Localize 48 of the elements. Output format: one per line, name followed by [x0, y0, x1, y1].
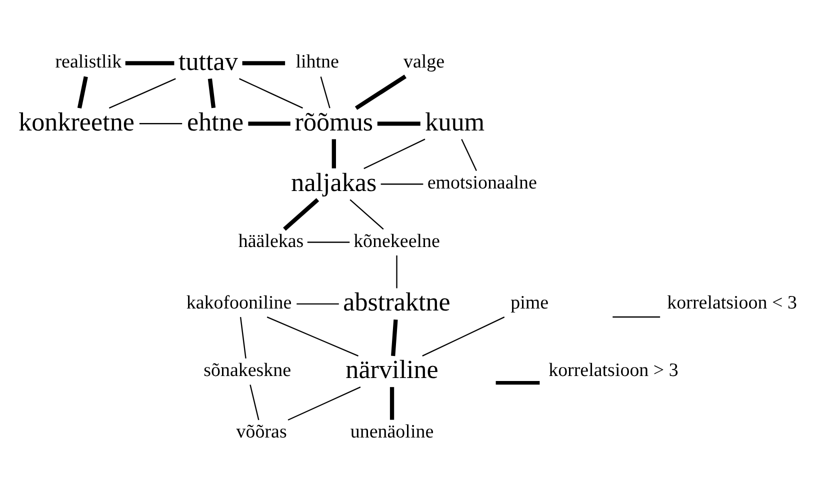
connector [461, 138, 477, 170]
legend-label: korrelatsioon > 3 [548, 360, 678, 381]
node-text: kakofooniline [186, 292, 292, 313]
connector [77, 76, 88, 108]
connector [390, 386, 394, 420]
connector [208, 78, 216, 108]
connector [266, 316, 358, 356]
connector [377, 121, 420, 126]
node-text: konkreetne [18, 106, 134, 136]
node-text: sõnakeskne [204, 360, 292, 381]
node-text: rõõmus [294, 106, 374, 136]
connector [320, 76, 330, 108]
node-text: võõras [236, 421, 287, 442]
connector [125, 60, 174, 65]
node-text: kõnekeelne [354, 230, 440, 252]
node-text: ehtne [187, 106, 244, 136]
connector [350, 198, 384, 230]
connector [250, 384, 260, 420]
connector [296, 302, 339, 304]
connector [139, 122, 182, 124]
connector [242, 60, 286, 65]
connector [239, 78, 303, 108]
connector [288, 386, 361, 420]
connector [240, 316, 246, 358]
node-text: pime [510, 292, 549, 313]
connector [396, 254, 398, 288]
connector [248, 121, 290, 126]
connector [354, 74, 406, 110]
node-text: naljakas [291, 167, 377, 196]
legend-label: korrelatsioon < 3 [667, 292, 797, 313]
connector [307, 241, 350, 242]
node-text: lihtne [296, 51, 339, 72]
node-text: häälekas [238, 230, 304, 252]
connector [108, 78, 176, 108]
node-text: realistlik [55, 51, 122, 72]
node-text: emotsionaalne [427, 172, 537, 194]
node-text: tuttav [178, 46, 238, 76]
node-text: närviline [346, 354, 438, 384]
node-text: kuum [425, 106, 485, 136]
node-text: unenäoline [350, 421, 434, 442]
node-text: valge [404, 51, 445, 72]
connector [380, 183, 424, 184]
connector [422, 316, 505, 356]
connector [364, 138, 426, 169]
node-text: abstraktne [343, 287, 450, 316]
connector [332, 138, 336, 168]
connector [391, 318, 398, 356]
connector [283, 198, 320, 230]
